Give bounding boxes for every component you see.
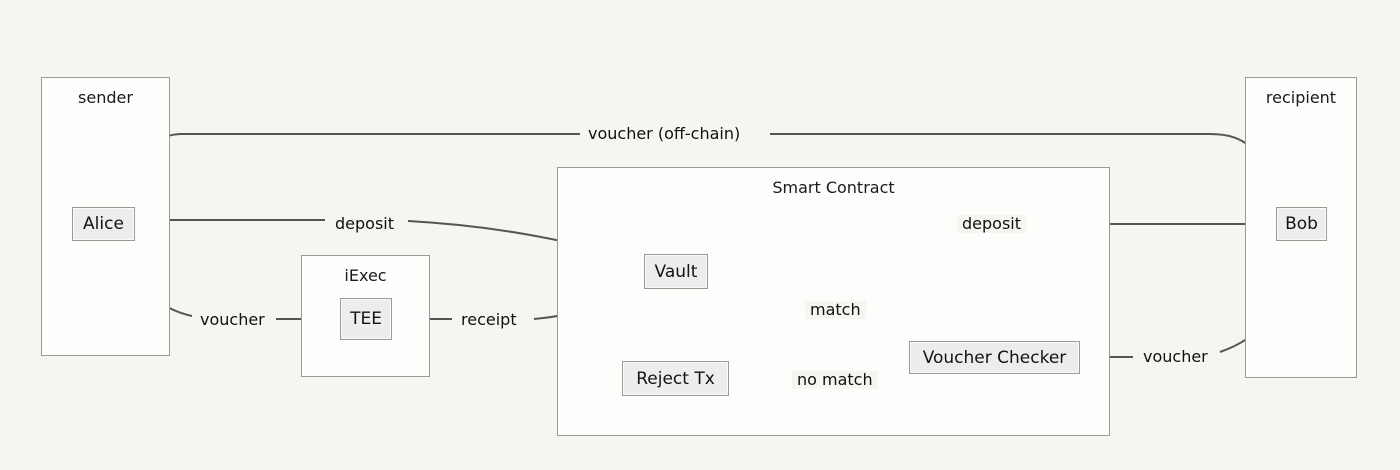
node-tee[interactable]: TEE <box>340 298 392 340</box>
node-vault[interactable]: Vault <box>644 254 708 289</box>
node-bob-label: Bob <box>1285 214 1318 234</box>
node-bob[interactable]: Bob <box>1276 207 1327 241</box>
node-reject-tx[interactable]: Reject Tx <box>622 361 729 396</box>
edge-label-voucher-tee-alice: voucher <box>195 311 270 329</box>
edge-label-deposit-alice-vault: deposit <box>330 215 399 233</box>
edge-label-receipt: receipt <box>456 311 522 329</box>
container-iexec-label: iExec <box>344 266 387 285</box>
node-alice[interactable]: Alice <box>72 207 135 241</box>
node-reject-tx-label: Reject Tx <box>636 368 715 389</box>
edge-label-voucher-offchain: voucher (off-chain) <box>583 125 746 143</box>
edge-label-match: match <box>805 301 866 319</box>
edge-label-voucher-bob-checker: voucher <box>1138 348 1213 366</box>
node-voucher-checker-label: Voucher Checker <box>922 347 1067 368</box>
node-alice-label: Alice <box>83 214 124 234</box>
container-recipient-label: recipient <box>1265 88 1337 107</box>
node-vault-label: Vault <box>654 261 698 282</box>
edge-label-deposit-vault-bob: deposit <box>957 215 1026 233</box>
edge-label-no-match: no match <box>792 371 878 389</box>
container-sender-label: sender <box>78 88 133 107</box>
node-voucher-checker[interactable]: Voucher Checker <box>909 341 1080 374</box>
container-smart-contract-label: Smart Contract <box>772 178 895 197</box>
node-tee-label: TEE <box>350 309 382 329</box>
